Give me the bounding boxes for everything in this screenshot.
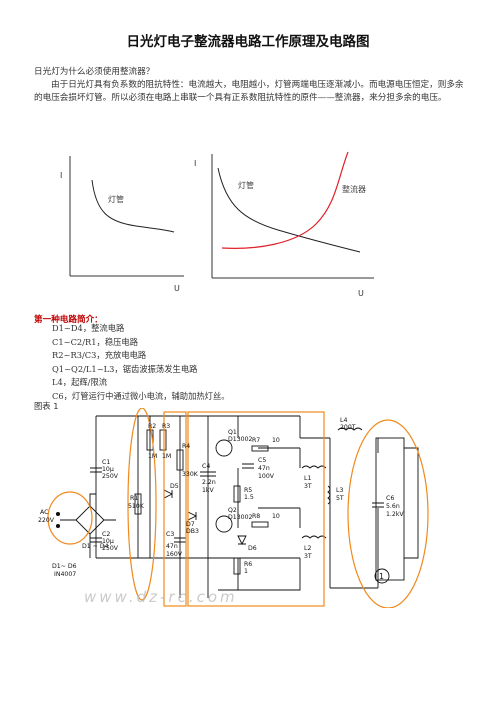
lamp-curve-label: 灯管 [108, 194, 124, 204]
ballast-curve [221, 151, 349, 249]
r6-value: 1 [244, 568, 248, 575]
section-heading: 第一种电路简介： [34, 315, 103, 325]
figure-label: 图表 1 [34, 401, 59, 411]
c4-voltage: 1kV [202, 487, 215, 494]
r7-value: 10 [272, 437, 280, 444]
list-item: C6，灯管运行中通过微小电流，辅助加热灯丝。 [52, 390, 230, 401]
y-axis-label: I [194, 159, 196, 168]
ac-label: AC [40, 509, 48, 516]
lamp-ballast-iv-chart: I U 灯管 整流器 [194, 151, 374, 298]
r1-label: R1 [130, 495, 138, 502]
c1-value: 10μ [102, 466, 114, 473]
c6-label: C6 [386, 495, 394, 502]
component-list: D1~D4，整流电路 C1~C2/R1，稳压电路 R2~R3/C3，充放电电路 … [52, 322, 472, 404]
tube-marker-number: 1 [379, 572, 384, 581]
c2-value: 10μ [102, 538, 114, 545]
c4-label: C4 [202, 463, 210, 470]
c5-voltage: 100V [258, 473, 275, 480]
d5-label: D5 [170, 483, 179, 490]
c3-label: C3 [166, 531, 174, 538]
c4-value: 2.2n [202, 479, 216, 486]
watermark: www.dz-rc.com [84, 588, 238, 606]
c3-value: 47n [166, 543, 178, 550]
r8-value: 10 [272, 513, 280, 520]
r4-label: R4 [182, 443, 190, 450]
r2-label: R2 [148, 423, 156, 430]
d6-label: D6 [248, 545, 257, 552]
question-line: 日光灯为什么必须使用整流器？ [34, 67, 155, 77]
y-axis-label: I [60, 171, 62, 180]
r5-label: R5 [244, 487, 252, 494]
diodes-label: D1~ D6 [52, 563, 77, 570]
x-axis-label: U [358, 289, 364, 298]
lamp-curve [91, 179, 175, 233]
l1-value: 3T [304, 483, 312, 490]
r8-label: R8 [252, 513, 260, 520]
d7-value: DB3 [186, 528, 199, 535]
r7-label: R7 [252, 437, 260, 444]
lamp-curve-label: 灯管 [238, 180, 254, 190]
l3-label: L3 [336, 487, 343, 494]
l2-value: 3T [304, 553, 312, 560]
c6-voltage: 1.2kV [386, 511, 404, 518]
q2-value: D13002 [228, 514, 253, 521]
r4-value: 330K [182, 471, 199, 478]
r3-label: R3 [162, 423, 170, 430]
bridge-label: D1 ~ D4 [82, 543, 109, 550]
r6-label: R6 [244, 561, 252, 568]
c6-value: 5.6n [386, 503, 400, 510]
q1-value: D13002 [228, 436, 253, 443]
list-item: L4，起辉/限流 [52, 377, 108, 388]
ballast-curve-label: 整流器 [342, 184, 366, 194]
q2-label: Q2 [228, 507, 237, 514]
r1-value: 510K [128, 503, 145, 510]
lamp-iv-chart: I U 灯管 [60, 156, 184, 293]
d7-label: D7 [186, 521, 195, 528]
l4-label: L4 [340, 417, 347, 424]
c5-label: C5 [258, 457, 266, 464]
c2-label: C2 [102, 531, 110, 538]
list-item: R2~R3/C3，充放电电路 [52, 350, 147, 361]
x-axis-label: U [174, 284, 180, 293]
c1-label: C1 [102, 459, 110, 466]
r2-value: 1M [148, 453, 157, 460]
c2-voltage: 250V [102, 545, 119, 552]
r3-value: 1M [162, 453, 171, 460]
q1-label: Q1 [228, 429, 237, 436]
diodes-type: IN4007 [54, 571, 76, 578]
l4-value: 200T [340, 424, 356, 431]
list-item: Q1~Q2/L1~L3，锯齿波振荡发生电路 [52, 363, 198, 374]
list-item: D1~D4，整流电路 [52, 323, 125, 333]
r5-value: 1.5 [244, 494, 254, 501]
c1-voltage: 250V [102, 473, 119, 480]
body-paragraph: 由于日光灯具有负系数的阻抗特性：电流越大，电阻越小，灯管两端电压逐渐减小。而电源… [34, 80, 464, 103]
l3-value: 5T [336, 495, 344, 502]
l1-label: L1 [304, 475, 311, 482]
c5-value: 47n [258, 465, 270, 472]
ballast-schematic: C1 10μ 250V C2 10μ 250V R1 510K R2 1M R3… [38, 408, 429, 608]
l2-label: L2 [304, 545, 311, 552]
lamp-curve [217, 167, 361, 253]
page-title: 日光灯电子整流器电路工作原理及电路图 [126, 34, 370, 50]
list-item: C1~C2/R1，稳压电路 [52, 336, 139, 347]
ac-voltage: 220V [38, 517, 55, 524]
c3-voltage: 160V [166, 551, 183, 558]
tube-marker-circle [374, 568, 390, 584]
